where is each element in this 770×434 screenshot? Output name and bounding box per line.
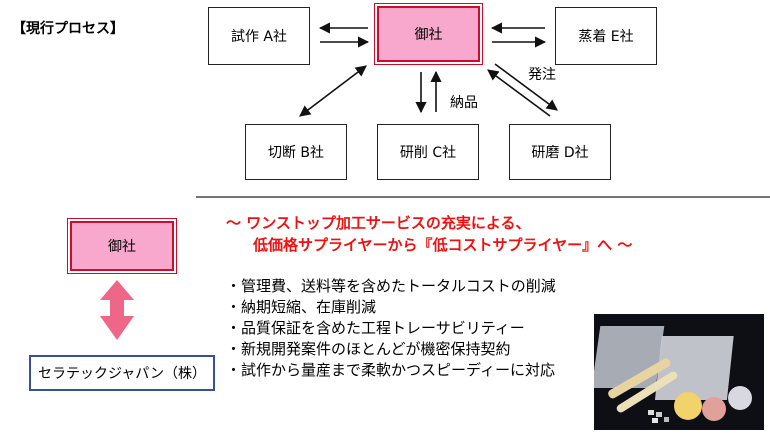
benefits-list: ・管理費、送料等を含めたトータルコストの削減 ・納期短縮、在庫削減 ・品質保証を… (226, 276, 556, 381)
benefit-item: ・新規開発案件のほとんどが機密保持契約 (226, 340, 511, 358)
delivery-label: 納品 (450, 95, 478, 111)
section-heading: 【現行プロセス】 (12, 21, 124, 37)
node-trial-company-a: 試作 A社 (208, 7, 310, 65)
node-grinding-company-c: 研削 C社 (377, 124, 479, 180)
product-photo-illustration (594, 326, 752, 423)
product-photo (594, 314, 764, 430)
benefit-item: ・試作から量産まで柔軟かつスピーディーに対応 (226, 361, 555, 379)
node-cutting-company-b: 切断 B社 (245, 124, 347, 180)
arrow-main-b (299, 65, 367, 117)
node-deposition-company-e: 蒸着 E社 (555, 7, 657, 65)
arrow-d-to-main (487, 69, 551, 117)
node-polishing-company-d: 研磨 D社 (509, 124, 611, 180)
benefit-item: ・納期短縮、在庫削減 (226, 298, 377, 316)
ceratec-japan-box: セラテックジャパン（株） (29, 355, 215, 391)
order-label: 発注 (528, 67, 556, 83)
tagline-line-1: ～ ワンストップ加工サービスの充実による、 (226, 214, 531, 232)
node-main-company: 御社 (374, 3, 483, 65)
tagline-line-2: 低価格サプライヤーから『低コストサプライヤー』へ ～ (253, 236, 633, 254)
bottom-main-company: 御社 (67, 218, 177, 274)
arrow-main-to-d (494, 63, 558, 111)
benefit-item: ・管理費、送料等を含めたトータルコストの削減 (226, 277, 556, 295)
double-arrow (100, 280, 134, 340)
benefit-item: ・品質保証を含めた工程トレーサビリティー (226, 319, 525, 337)
